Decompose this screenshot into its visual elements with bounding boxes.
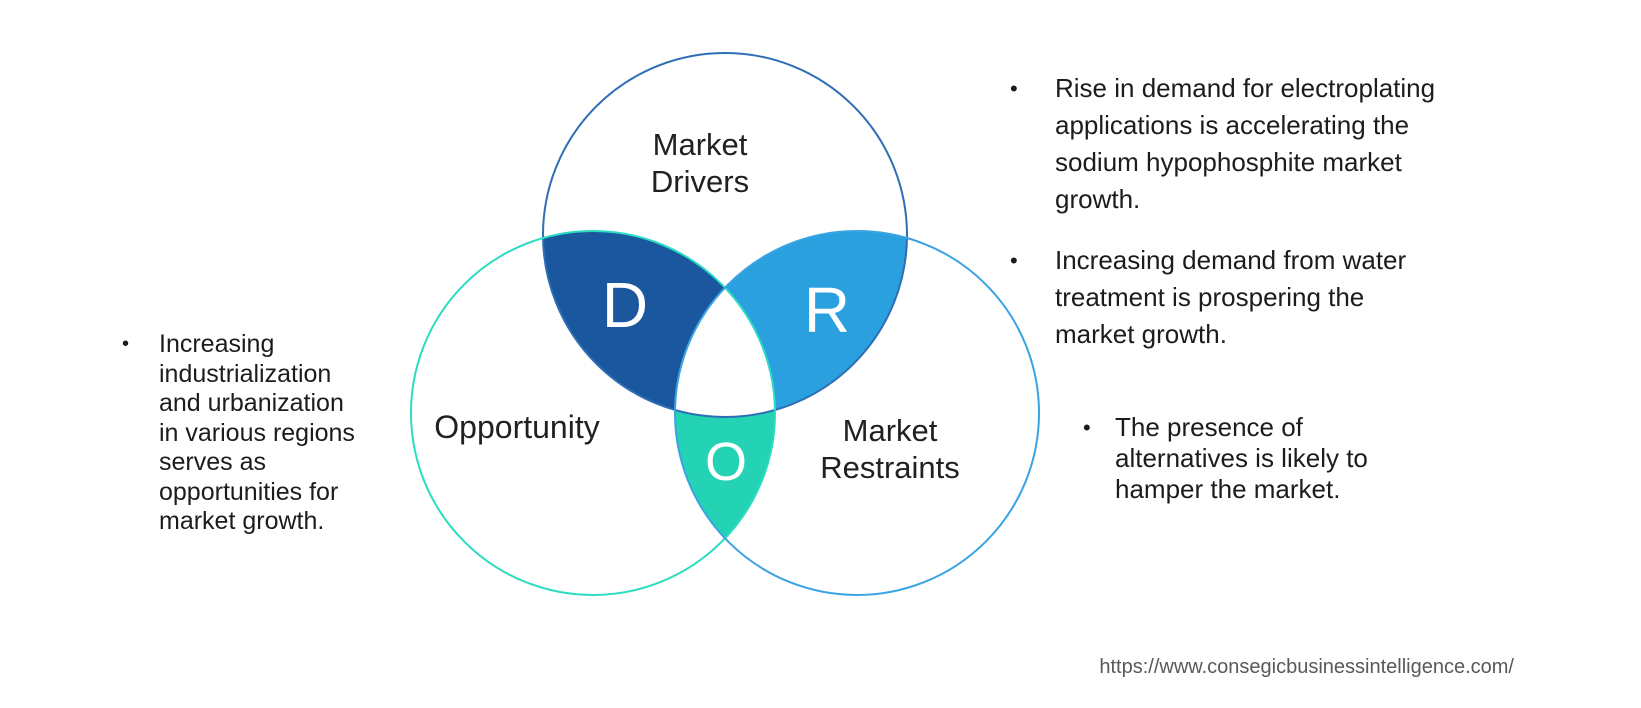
restraints-bullet-list: • The presence of alternatives is likely… [1080,412,1420,505]
list-item: • Rise in demand for electroplating appl… [1008,70,1448,218]
opportunity-letter: O [705,432,747,492]
restraints-circle [674,230,1040,596]
list-item: • The presence of alternatives is likely… [1080,412,1420,505]
list-item: • Increasing industrialization and urban… [118,330,388,537]
restraint-bullet-text: The presence of alternatives is likely t… [1115,412,1368,504]
opportunity-circle-label: Opportunity [434,409,600,445]
drivers-bullet-list: • Rise in demand for electroplating appl… [1008,70,1448,353]
drivers-circle-label: Market Drivers [650,127,750,199]
source-url: https://www.consegicbusinessintelligence… [1099,656,1514,678]
driver-bullet-text: Increasing demand from water treatment i… [1055,245,1407,349]
opportunity-bullet-list: • Increasing industrialization and urban… [118,330,388,537]
drivers-circle [542,52,908,418]
bullet-icon: • [1010,76,1018,101]
bullet-icon: • [1010,248,1018,273]
opportunity-circle [410,230,776,596]
bullet-icon: • [1083,415,1091,440]
restraints-letter: R [804,274,850,346]
drivers-letter: D [602,269,648,341]
bullet-icon: • [122,333,130,355]
opportunity-bullet-text: Increasing industrialization and urbaniz… [159,330,355,535]
list-item: • Increasing demand from water treatment… [1008,242,1448,353]
driver-bullet-text: Rise in demand for electroplating applic… [1055,73,1436,214]
restraints-circle-label: Market Restraints [820,413,960,485]
